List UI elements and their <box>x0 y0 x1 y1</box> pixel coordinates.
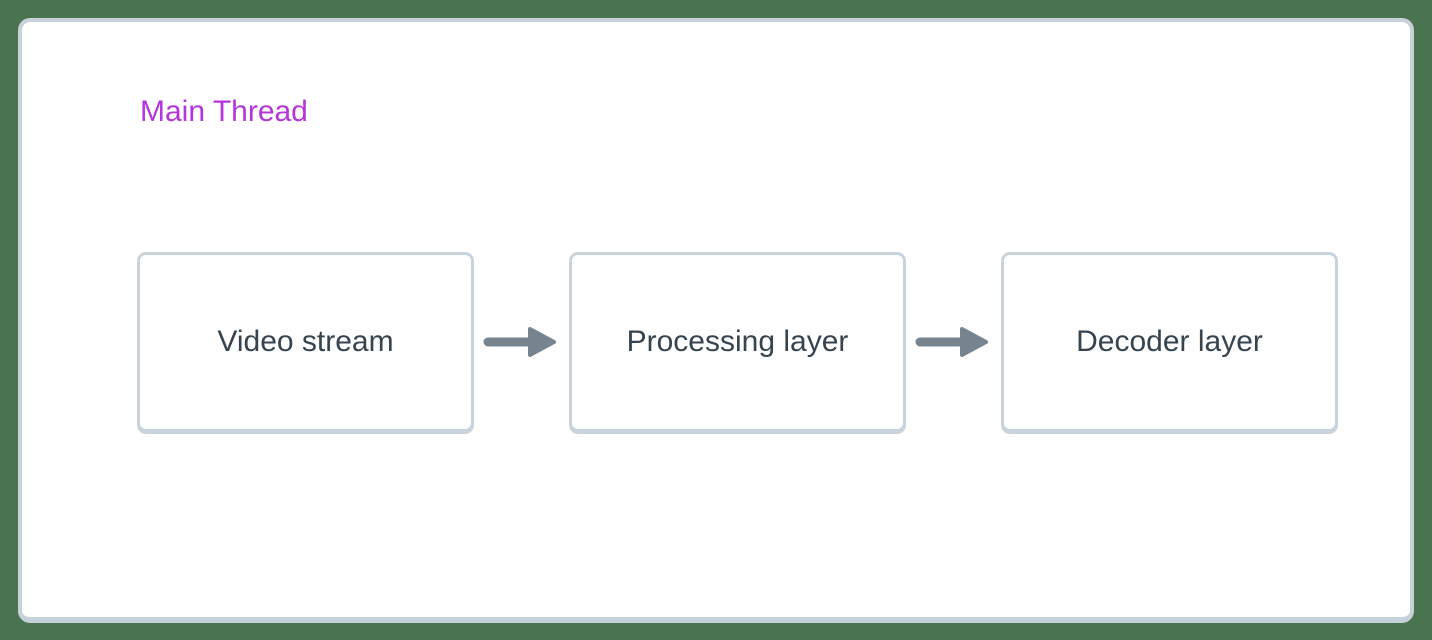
node-processing-layer: Processing layer <box>569 252 906 432</box>
node-video-stream: Video stream <box>137 252 474 432</box>
main-thread-panel: Main Thread Video stream Processing laye… <box>18 18 1414 623</box>
node-video-stream-label: Video stream <box>217 325 394 358</box>
node-decoder-layer: Decoder layer <box>1001 252 1338 432</box>
node-processing-layer-label: Processing layer <box>626 325 849 358</box>
panel-title: Main Thread <box>140 95 308 128</box>
arrow-right-icon <box>915 327 988 357</box>
node-decoder-layer-label: Decoder layer <box>1076 325 1263 358</box>
arrow-right-icon <box>483 327 556 357</box>
